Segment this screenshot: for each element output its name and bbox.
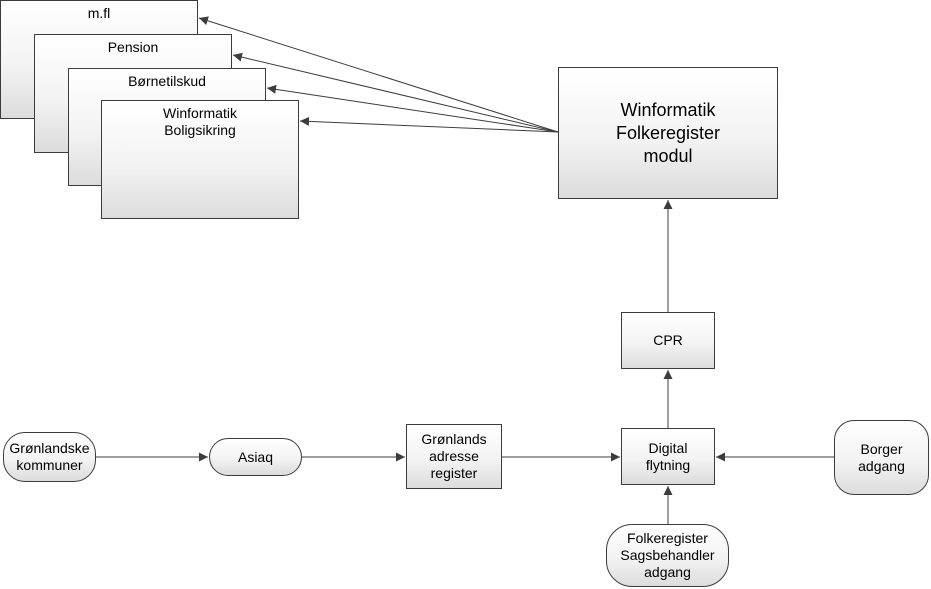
arrow-modul-to-mfl	[198, 16, 559, 133]
node-mfl-label: m.fl	[87, 5, 111, 21]
node-asiaq: Asiaq	[209, 438, 302, 476]
node-borger-adgang: Borger adgang	[834, 420, 929, 495]
node-borger-adgang-label: Borger adgang	[858, 440, 905, 474]
node-adresse-register-label: Grønlands adresse register	[421, 431, 487, 481]
node-cpr: CPR	[621, 312, 715, 369]
arrow-modul-to-pension	[232, 52, 559, 133]
arrow-modul-to-boligsikring	[299, 116, 559, 133]
arrow-modul-to-bornetilskud	[266, 84, 559, 133]
node-kommuner: Grønlandske kommuner	[3, 432, 96, 482]
node-asiaq-label: Asiaq	[237, 448, 274, 465]
node-pension-label: Pension	[107, 39, 159, 55]
node-kommuner-label: Grønlandske kommuner	[9, 440, 90, 473]
node-adresse-register: Grønlands adresse register	[406, 424, 502, 489]
node-sagsbehandler-adgang: Folkeregister Sagsbehandler adgang	[606, 524, 729, 587]
node-folkeregister-modul: Winformatik Folkeregister modul	[558, 67, 778, 199]
node-bornetilskud-label: Børnetilskud	[128, 73, 206, 89]
node-folkeregister-modul-label: Winformatik Folkeregister modul	[615, 99, 721, 166]
node-cpr-label: CPR	[653, 332, 683, 348]
node-boligsikring: Winformatik Boligsikring	[101, 100, 299, 219]
node-digital-flytning: Digital flytning	[621, 428, 715, 485]
node-digital-flytning-label: Digital flytning	[645, 439, 691, 473]
node-boligsikring-label: Winformatik Boligsikring	[163, 105, 237, 138]
node-sagsbehandler-adgang-label: Folkeregister Sagsbehandler adgang	[620, 530, 715, 580]
